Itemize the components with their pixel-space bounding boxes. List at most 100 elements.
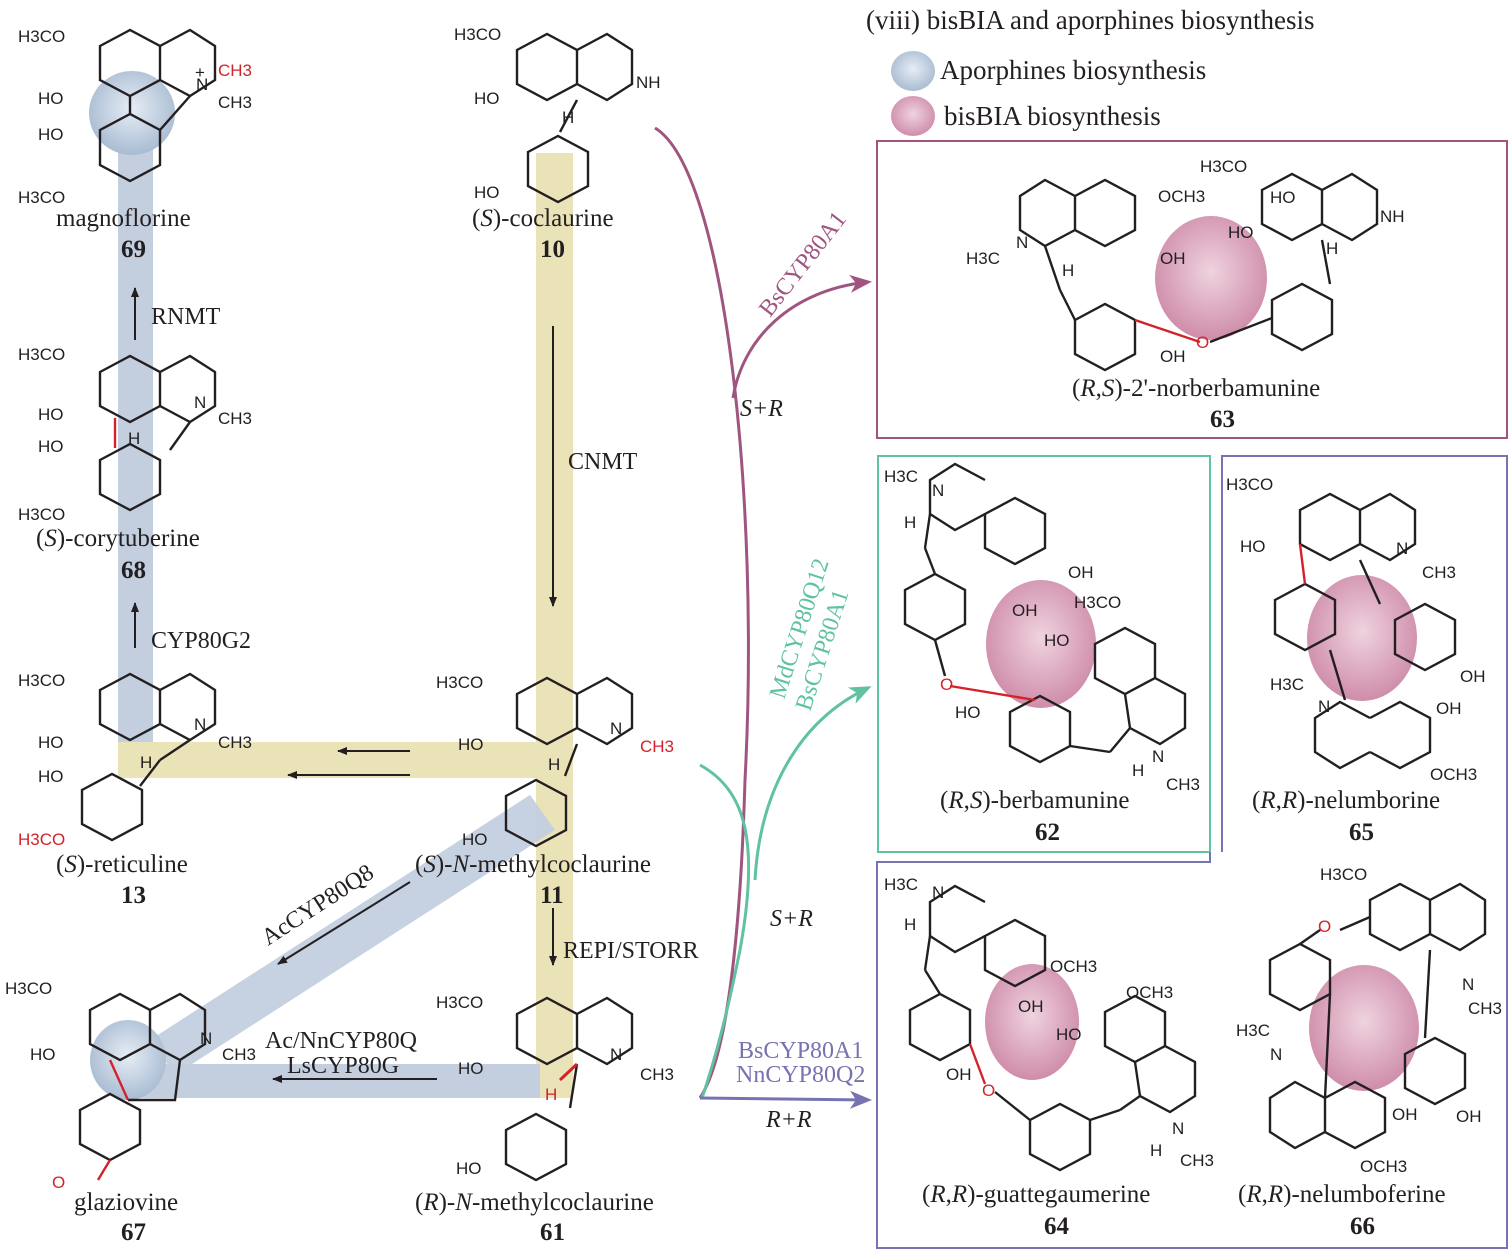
label: HO (1228, 223, 1254, 242)
name-63: (R,S)-2'-norberbamunine (1072, 375, 1320, 402)
label: OH (1436, 699, 1462, 718)
label: NH (636, 73, 661, 92)
label: HO (462, 830, 488, 849)
legend-swatch-bisbia (891, 96, 935, 136)
name-65: (R,R)-nelumborine (1252, 787, 1440, 814)
structure-n-methylcoclaurine-s: H3CO HO N CH3 H HO (S)-N-methylcoclaurin… (415, 673, 674, 909)
label: HO (955, 703, 981, 722)
name-62: (R,S)-berbamunine (940, 787, 1130, 814)
label: HO (38, 125, 64, 144)
label: H (904, 915, 916, 934)
arrow-acyp80q8 (277, 881, 411, 965)
structure-nelumboferine: H3CO O N CH3 H3C N OH OH OCH3 (R,R)-nelu… (1236, 865, 1502, 1240)
structure-reticuline: H3CO HO N CH3 H HO H3CO (S)-reticuline 1… (18, 671, 252, 909)
label: OH (1460, 667, 1486, 686)
number-11: 11 (540, 882, 564, 909)
coupling-rr: R+R (765, 1107, 812, 1133)
label: H3CO (1074, 593, 1121, 612)
aporphine-highlight-67 (90, 1020, 166, 1100)
label: H3CO (18, 188, 65, 207)
name-66: (R,R)-nelumboferine (1238, 1181, 1446, 1208)
reticuline-horizontal-path (118, 742, 573, 778)
label: OH (946, 1065, 972, 1084)
label: CH3 (218, 409, 252, 428)
number-65: 65 (1349, 819, 1374, 846)
legend: (viii) bisBIA and aporphines biosynthesi… (866, 5, 1314, 136)
box-norberbamunine (876, 140, 1508, 439)
label: HO (38, 767, 64, 786)
label: HO (38, 437, 64, 456)
structure-magnoflorine: H3CO HO HO H3CO N + CH3 CH3 magnoflorine… (18, 27, 252, 263)
legend-label-aporphines: Aporphines biosynthesis (940, 55, 1206, 85)
label: H3CO (18, 345, 65, 364)
label: O (52, 1173, 65, 1192)
label: N (1270, 1045, 1282, 1064)
label: HO (456, 1159, 482, 1178)
number-67: 67 (121, 1219, 146, 1246)
label: OH (1160, 347, 1186, 366)
label: H (1150, 1141, 1162, 1160)
label: HO (1270, 188, 1296, 207)
label: CH3 (1468, 999, 1502, 1018)
bisbia-highlight-62 (986, 580, 1096, 708)
legend-swatch-aporphines (891, 51, 935, 91)
label: O (1196, 333, 1209, 352)
structure-corytuberine: H3CO HO HO H3CO N CH3 H (S)-corytuberine… (18, 345, 252, 584)
label: OH (1068, 563, 1094, 582)
green-arrow-to-62 (753, 686, 872, 881)
label: O (940, 675, 953, 694)
enzyme-acnn: Ac/NnCYP80Q (265, 1028, 417, 1054)
name-61: (R)-N-methylcoclaurine (415, 1189, 654, 1216)
label: OCH3 (1430, 765, 1477, 784)
label: H3C (966, 249, 1000, 268)
label: OH (1018, 997, 1044, 1016)
number-68: 68 (121, 557, 146, 584)
label: N (1462, 975, 1474, 994)
label: HO (30, 1045, 56, 1064)
label: N (1172, 1119, 1184, 1138)
label: H (548, 755, 560, 774)
name-67: glaziovine (74, 1189, 178, 1216)
number-61: 61 (540, 1219, 565, 1246)
glaziovine-horizontal-path (130, 1064, 540, 1098)
label: OH (1160, 249, 1186, 268)
label: HO (458, 1059, 484, 1078)
label: HO (38, 89, 64, 108)
label: H3CO (1320, 865, 1367, 884)
label: CH3 (640, 1065, 674, 1084)
bisbia-highlight-66 (1309, 965, 1419, 1091)
structure-n-methylcoclaurine-r: H3CO HO N CH3 H HO (R)-N-methylcoclaurin… (415, 993, 674, 1246)
label: H (1062, 261, 1074, 280)
label: OH (1012, 601, 1038, 620)
coupling-sr-2: S+R (770, 906, 813, 932)
label: HO (38, 733, 64, 752)
structure-coclaurine: H3CO HO NH H HO (S)-coclaurine 10 (454, 25, 661, 263)
enzyme-cyp80g2: CYP80G2 (151, 628, 251, 654)
label: + (195, 63, 205, 82)
coclaurine-vertical-path (536, 153, 573, 1098)
label: H3CO (436, 673, 483, 692)
number-10: 10 (540, 236, 565, 263)
label: H3C (884, 467, 918, 486)
label: OH (1392, 1105, 1418, 1124)
label: HO (1240, 537, 1266, 556)
label: N (196, 75, 208, 94)
name-68: (S)-corytuberine (36, 525, 200, 552)
label: N (610, 1045, 622, 1064)
label: CH3 (218, 93, 252, 112)
green-branch-line (699, 763, 751, 1099)
label: H (1326, 239, 1338, 258)
box-purple-group (876, 455, 1508, 1249)
pink-arrow-to-63 (731, 274, 872, 399)
label: OH (1456, 1107, 1482, 1126)
label: H (904, 513, 916, 532)
number-66: 66 (1350, 1213, 1375, 1240)
enzyme-bscyp80a1-63: BsCYP80A1 (754, 207, 852, 322)
coupling-sr-1: S+R (740, 396, 783, 422)
label: H (562, 108, 574, 127)
label: H3CO (454, 25, 501, 44)
label: OCH3 (1158, 187, 1205, 206)
label: N (194, 393, 206, 412)
label: H3CO (5, 979, 52, 998)
label: H (1132, 761, 1144, 780)
